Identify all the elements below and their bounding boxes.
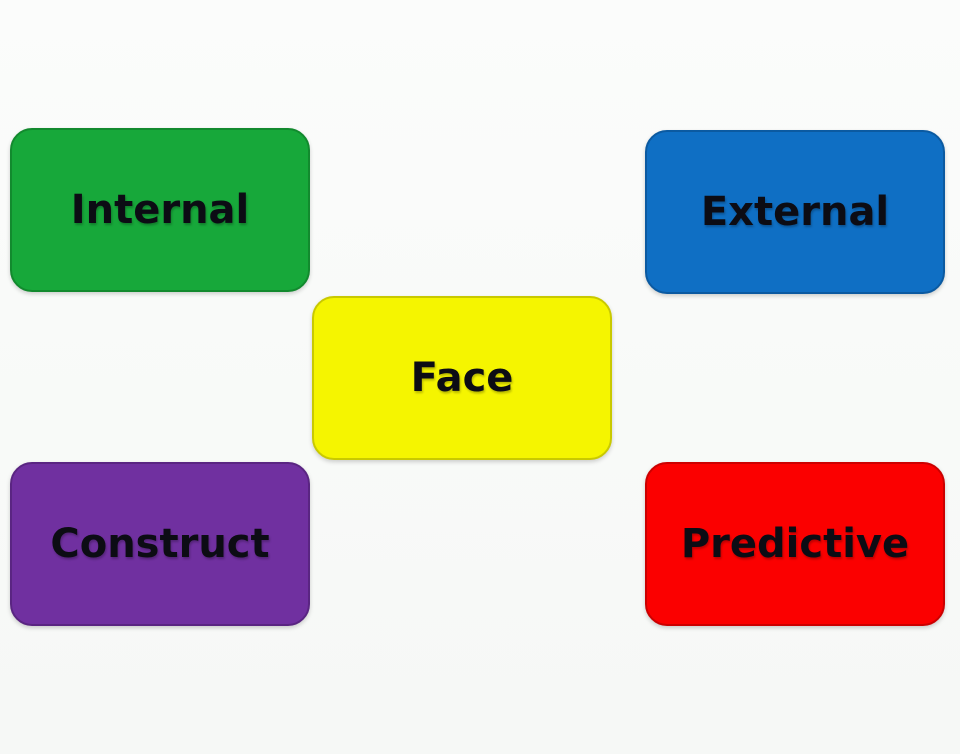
face-label: Face	[410, 355, 514, 401]
internal-label: Internal	[70, 187, 250, 233]
predictive-label: Predictive	[680, 521, 910, 567]
construct-label: Construct	[50, 521, 270, 567]
external-label: External	[700, 189, 890, 235]
face-box: Face	[312, 296, 612, 460]
external-box: External	[645, 130, 945, 294]
construct-box: Construct	[10, 462, 310, 626]
internal-box: Internal	[10, 128, 310, 292]
predictive-box: Predictive	[645, 462, 945, 626]
